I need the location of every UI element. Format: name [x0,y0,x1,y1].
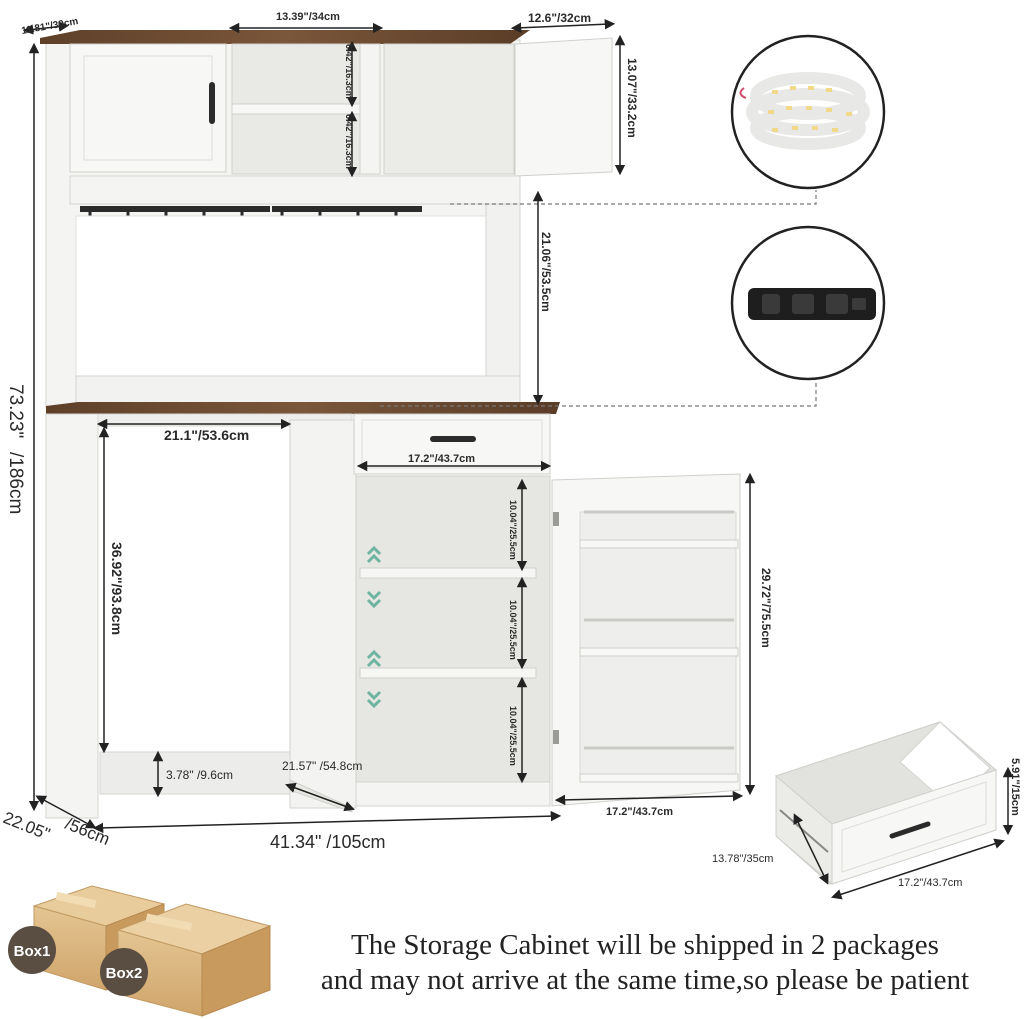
desk-top-wood [46,402,560,414]
label-door-width: 12.6"/32cm [528,11,591,25]
dimension-arrows [22,18,1014,900]
label-desk-height: 36.92"/93.8cm [109,542,125,635]
box1-label: Box1 [14,943,51,960]
power-outlet-icon [730,225,886,381]
drawer-detail [775,721,997,886]
label-drawer-height: 5.91"/15cm [1009,758,1021,816]
desk-drawer [353,413,551,475]
label-drawer-depth: 13.78"/35cm [712,853,773,865]
shipping-notice-line-1: The Storage Cabinet will be shipped in 2… [351,929,939,961]
label-shelf-bottom: 6.42"/16.3cm [344,114,354,169]
upper-left-door [69,43,227,173]
drawer-detail-handle [889,821,931,839]
door-handle [209,82,215,124]
hook-rail-right [272,206,422,212]
label-shelf-top: 6.42"/16.3cm [344,44,354,99]
label-cab-door-width: 17.2"/43.7cm [606,806,673,818]
box2-label: Box2 [106,965,143,982]
label-cab-shelf-2: 10.04"/25.5cm [508,600,518,660]
label-total-height-cm: /186cm [5,452,26,514]
label-total-depth-cm: /56cm [63,814,113,849]
left-leg-panel [45,413,99,819]
hutch-top-wood [40,30,530,44]
label-desk-width: 21.1"/53.6cm [164,427,249,443]
hutch [40,30,613,409]
label-total-width: 41.34" /105cm [270,832,385,852]
box1-badge: Box1 [8,926,56,974]
middle-panel [289,419,357,809]
label-total-height-in: 73.23" [5,384,26,438]
label-cab-door-height: 29.72"/75.5cm [759,568,773,648]
label-cab-shelf-3: 10.04"/25.5cm [508,706,518,766]
label-hutch-opening: 21.06"/53.5cm [539,232,553,312]
box2-badge: Box2 [100,948,148,996]
label-total-depth-in: 22.05" [1,808,53,844]
footrest [99,751,291,795]
label-footrest-height: 3.78" /9.6cm [166,768,233,782]
hook-rail-left [80,206,270,212]
arrow-up-icon [366,545,382,668]
label-open-width: 13.39"/34cm [276,11,340,23]
drawer-handle [430,436,476,442]
label-drawer-length: 17.2"/43.7cm [898,877,962,889]
lower-base [45,413,741,819]
led-strip-icon [730,34,886,190]
box-2 [116,903,272,1017]
leader-lines [380,190,817,407]
rack-rails [584,510,734,750]
label-door-height: 13.07"/33.2cm [625,58,639,138]
upper-right-door [514,37,613,177]
arrow-down-icon [366,590,382,709]
label-drawer-width: 17.2"/43.7cm [408,453,475,465]
shipping-notice-line-2: and may not arrive at the same time,so p… [320,964,970,996]
storage-cabinet [355,475,551,807]
label-cab-depth: 21.57" /54.8cm [282,759,362,773]
label-cab-shelf-1: 10.04"/25.5cm [508,500,518,560]
